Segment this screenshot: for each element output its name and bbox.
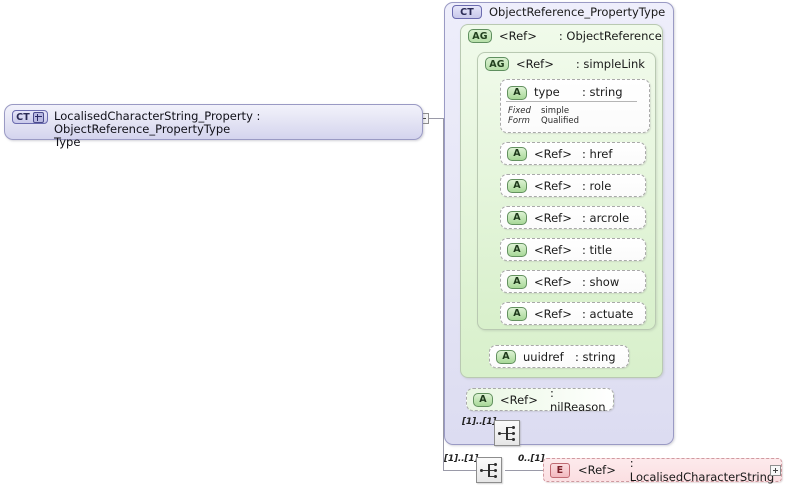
attribute-role-type: : role [582, 178, 612, 193]
a-badge-icon: A [507, 178, 527, 193]
cardinality-element-ref: 0..[1] [518, 454, 545, 464]
connector-trunk-to-seq-outer [443, 470, 479, 471]
attribute-role-row[interactable]: A <Ref> : role [500, 174, 646, 197]
attribute-href-badge-wrap: A [507, 146, 529, 162]
facet-divider [506, 101, 637, 102]
attribute-href-type: : href [582, 146, 613, 161]
root-label: LocalisedCharacterString_Property : Obje… [54, 110, 414, 149]
a-badge-icon: A [507, 242, 527, 257]
attribute-show-row[interactable]: A <Ref> : show [500, 270, 646, 293]
a-badge-icon: A [507, 85, 527, 100]
element-localisedcharacterstring-row[interactable]: E <Ref> : LocalisedCharacterString [543, 456, 782, 484]
a-badge-icon: A [507, 306, 527, 321]
attribute-uuidref-name: uuidref [523, 349, 564, 364]
attribute-show-type: : show [582, 274, 620, 289]
complex-type-name: ObjectReference_PropertyType [489, 5, 666, 19]
attribute-type-badge-wrap: A [507, 85, 529, 101]
ag-badge-icon-inner: AG [485, 57, 509, 71]
attribute-title-row[interactable]: A <Ref> : title [500, 238, 646, 261]
a-badge-icon: A [473, 392, 493, 407]
connector-root-to-trunk [429, 118, 443, 119]
element-expand-plus-icon[interactable] [770, 465, 781, 476]
ag-badge-icon: AG [468, 29, 492, 43]
ag-outer-name: : ObjectReference [558, 29, 662, 43]
attribute-show-name: <Ref> [534, 274, 572, 289]
a-badge-icon: A [496, 349, 516, 364]
ag-outer-ref: <Ref> [499, 29, 537, 43]
facet-key: Fixed [508, 106, 531, 116]
connector-seq-to-element [505, 470, 545, 471]
e-badge-icon: E [550, 462, 570, 478]
attribute-actuate-row[interactable]: A <Ref> : actuate [500, 302, 646, 325]
attribute-nilreason-badge-wrap: A [473, 392, 495, 408]
attribute-role-name: <Ref> [534, 178, 572, 193]
facet-list: Fixed simple Form Qualified [508, 106, 579, 126]
cardinality-sequence-outer: [1]..[1] [444, 454, 479, 464]
element-ref-name: : LocalisedCharacterString [629, 456, 775, 484]
attribute-actuate-name: <Ref> [534, 306, 572, 321]
facet-row: Fixed simple [508, 106, 579, 116]
facet-row: Form Qualified [508, 116, 579, 126]
root-complex-type-box[interactable]: CT LocalisedCharacterString_Property : O… [4, 104, 423, 149]
a-badge-icon: A [507, 146, 527, 161]
sequence-icon-inner[interactable] [494, 420, 520, 446]
attribute-type-type: : string [582, 85, 623, 99]
a-badge-icon: A [507, 274, 527, 289]
root-label-line2: Type [54, 135, 81, 149]
attribute-arcrole-row[interactable]: A <Ref> : arcrole [500, 206, 646, 229]
attribute-actuate-badge-wrap: A [507, 306, 529, 322]
attribute-group-simplelink-header: AG <Ref> : simpleLink [485, 57, 645, 71]
facet-value: simple [541, 106, 570, 116]
ag-inner-ref: <Ref> [516, 57, 554, 71]
cardinality-sequence-inner: [1]..[1] [462, 417, 497, 427]
plus-glyph-icon [32, 111, 44, 123]
attribute-type-row[interactable]: A type : string [500, 79, 650, 133]
attribute-actuate-type: : actuate [582, 306, 634, 321]
ct-plus-badge-icon: CT [12, 110, 48, 124]
attribute-group-objectreference-header: AG <Ref> : ObjectReference [468, 29, 662, 43]
sequence-icon-outer[interactable] [476, 457, 502, 483]
element-ref-label: <Ref> [578, 463, 616, 477]
attribute-title-type: : title [582, 242, 613, 257]
attribute-nilreason-type: : nilReason [549, 385, 606, 414]
facet-key: Form [508, 116, 530, 126]
connector-main-trunk [443, 118, 444, 470]
attribute-type-name: type [534, 85, 560, 99]
ct-badge-text: CT [16, 111, 30, 123]
attribute-nilreason-row[interactable]: A <Ref> : nilReason [466, 385, 614, 414]
ag-inner-name: : simpleLink [575, 57, 645, 71]
attribute-href-row[interactable]: A <Ref> : href [500, 142, 646, 165]
attribute-arcrole-name: <Ref> [534, 210, 572, 225]
attribute-role-badge-wrap: A [507, 178, 529, 194]
attribute-show-badge-wrap: A [507, 274, 529, 290]
root-label-line1: LocalisedCharacterString_Property : Obje… [54, 109, 261, 136]
ct-badge-icon: CT [452, 5, 482, 19]
attribute-title-name: <Ref> [534, 242, 572, 257]
attribute-uuidref-type: : string [575, 349, 616, 364]
attribute-uuidref-row[interactable]: A uuidref : string [489, 345, 629, 368]
attribute-uuidref-badge-wrap: A [496, 349, 518, 365]
attribute-nilreason-name: <Ref> [500, 392, 538, 407]
attribute-title-badge-wrap: A [507, 242, 529, 258]
attribute-href-name: <Ref> [534, 146, 572, 161]
attribute-arcrole-type: : arcrole [582, 210, 630, 225]
complex-type-header: CT ObjectReference_PropertyType [452, 5, 665, 19]
attribute-arcrole-badge-wrap: A [507, 210, 529, 226]
a-badge-icon: A [507, 210, 527, 225]
facet-value: Qualified [541, 116, 579, 126]
